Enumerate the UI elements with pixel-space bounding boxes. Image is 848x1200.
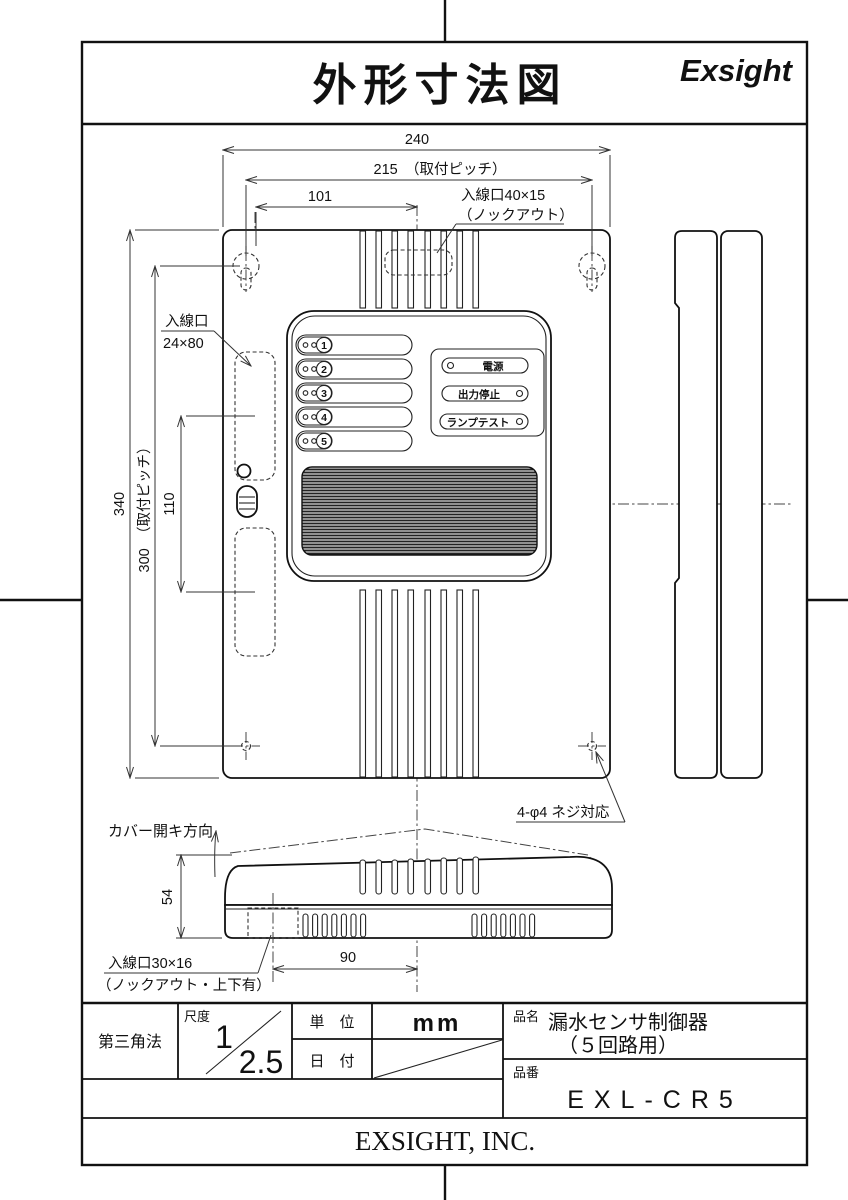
- scale-denominator: 2.5: [239, 1044, 283, 1080]
- bottom-vent-ribs: [359, 589, 480, 778]
- lamp-test-label: ランプテスト: [447, 416, 510, 429]
- cover-open-arrow: [215, 831, 216, 878]
- dim-90: 90: [340, 950, 356, 966]
- inlet-side-label-1: 入線口30×16: [108, 955, 192, 972]
- scale-numerator: 1: [215, 1019, 233, 1055]
- button-group: 電源 出力停止 ランプテスト: [430, 348, 545, 437]
- logo-exsight: Exsight: [680, 53, 794, 88]
- circuit-row: 1: [295, 334, 413, 356]
- bottom-view: [215, 828, 613, 985]
- dim-215-pitch: 215 （取付ピッチ）: [374, 161, 507, 178]
- cover-screws: [236, 463, 258, 518]
- inlet-side-label-2: （ノックアウト・上下有）: [97, 977, 271, 994]
- inlet-left-label-1: 入線口: [165, 313, 209, 330]
- cover-direction-label: カバー開キ方向: [108, 823, 213, 840]
- scale-label: 尺度: [184, 1009, 210, 1024]
- dim-101: 101: [308, 189, 332, 205]
- front-view: 1 2 3 4: [222, 205, 792, 992]
- power-button: 電源: [441, 357, 529, 374]
- inlet-top-label-1: 入線口40×15: [461, 187, 545, 204]
- top-vent-ribs: [359, 230, 480, 309]
- dimensions: 240 215 （取付ピッチ） 101 入線口40×15 （ノックアウト） 入線…: [97, 132, 626, 994]
- screw-note-label: 4-φ4 ネジ対応: [517, 804, 610, 821]
- product-name-value: 漏水センサ制御器: [548, 1011, 708, 1034]
- base-louvers-left: [302, 913, 367, 938]
- label-area-hatched: [301, 466, 538, 556]
- circuit-row: 4: [295, 406, 413, 428]
- part-number-label: 品番: [513, 1065, 539, 1080]
- title-block: 第三角法 尺度 1 2.5 単 位 mm 日 付 品名 漏水センサ制御器 （５回…: [82, 1001, 807, 1156]
- mount-hole-bottom-right: [578, 732, 606, 760]
- cover-vent-slots: [359, 856, 480, 895]
- dim-110: 110: [162, 492, 178, 515]
- inlet-left-label-2: 24×80: [163, 336, 204, 352]
- output-stop-label: 出力停止: [458, 388, 500, 401]
- power-label: 電源: [483, 360, 504, 373]
- output-stop-button: 出力停止: [441, 385, 529, 402]
- circuit-row: 2: [295, 358, 413, 380]
- date-label: 日 付: [309, 1053, 354, 1070]
- circuit-number: 4: [321, 412, 327, 424]
- part-number-value: EXL-CR5: [567, 1086, 743, 1114]
- circuit-number: 2: [321, 364, 327, 376]
- lamp-test-button: ランプテスト: [439, 413, 529, 430]
- base-louvers-right: [471, 913, 536, 938]
- base-profile: [224, 904, 613, 939]
- inlet-top-label-2: （ノックアウト）: [458, 207, 574, 224]
- circuit-row: 5: [295, 430, 413, 452]
- dim-54: 54: [160, 889, 176, 905]
- unit-label: 単 位: [309, 1014, 354, 1031]
- circuit-number: 3: [321, 388, 327, 400]
- cover-profile: [224, 855, 613, 906]
- circuit-number: 1: [321, 340, 327, 352]
- knockout-top-40x15: [384, 249, 453, 276]
- mount-hole-top-left: [232, 246, 260, 292]
- projection-method: 第三角法: [98, 1033, 162, 1051]
- product-name-value-2: （５回路用）: [558, 1034, 678, 1057]
- dim-340: 340: [112, 492, 128, 516]
- circuit-row: 3: [295, 382, 413, 404]
- circuit-number: 5: [321, 436, 327, 448]
- mount-hole-top-right: [578, 246, 606, 292]
- page-title: 外形寸法図: [313, 61, 568, 110]
- product-name-label: 品名: [513, 1009, 539, 1024]
- unit-value: mm: [413, 1010, 462, 1037]
- company-name: EXSIGHT, INC.: [355, 1126, 535, 1156]
- dim-240: 240: [405, 132, 429, 148]
- dim-300-pitch: 300 （取付ピッチ）: [136, 440, 153, 573]
- side-view: [674, 230, 763, 779]
- circuit-indicator-rows: 1 2 3 4: [295, 334, 413, 452]
